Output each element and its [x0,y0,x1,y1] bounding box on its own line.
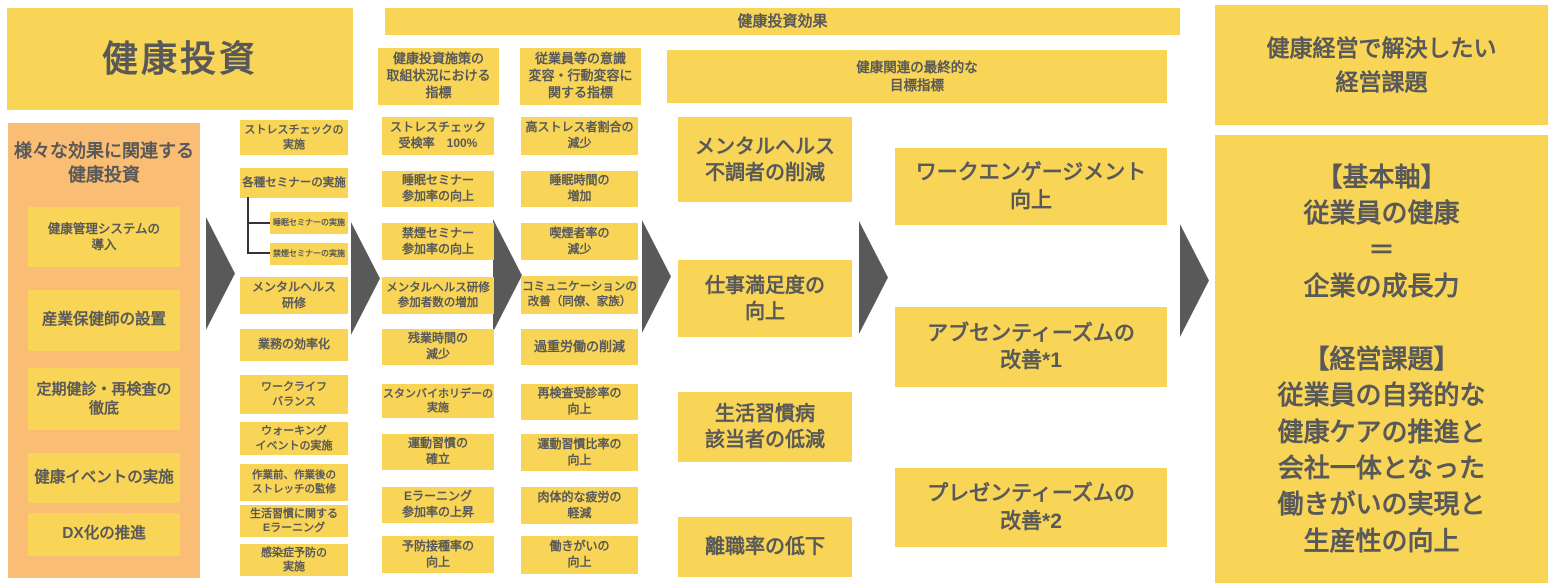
title-banner: 健康投資 [7,8,353,110]
investment-item: 産業保健師の設置 [28,290,180,351]
measure-item: 感染症予防の 実施 [240,544,348,576]
measure-item: 業務の効率化 [240,329,348,361]
measure-item: ストレスチェックの 実施 [240,120,348,155]
awareness-indicator: 肉体的な疲労の 軽減 [521,487,638,524]
seminar-sub-item: 睡眠セミナーの実施 [270,212,348,234]
awareness-indicator: 高ストレス者割合の 減少 [521,117,638,155]
outcome-item: プレゼンティーズムの 改善*2 [895,468,1167,547]
initiative-indicator: ストレスチェック 受検率 100% [382,117,494,155]
investment-item: 健康イベントの実施 [28,453,180,503]
effects-banner: 健康投資効果 [385,8,1180,35]
awareness-indicator: コミュニケーションの 改善（同僚、家族） [521,276,638,314]
initiative-indicator: スタンバイホリデーの 実施 [382,384,494,418]
measure-item: メンタルヘルス 研修 [240,277,348,314]
final-target: 離職率の低下 [678,517,852,577]
column-header-final-targets: 健康関連の最終的な 目標指標 [667,50,1167,103]
measure-item: 各種セミナーの実施 [240,168,348,198]
final-target: 仕事満足度の 向上 [678,260,852,337]
initiative-indicator: 運動習慣の 確立 [382,434,494,470]
seminar-sub-item: 禁煙セミナーの実施 [270,243,348,265]
initiative-indicator: 睡眠セミナー 参加率の向上 [382,171,494,207]
management-issues-header: 健康経営で解決したい 経営課題 [1215,5,1548,125]
awareness-indicator: 働きがいの 向上 [521,536,638,574]
investment-item: 健康管理システムの 導入 [28,207,180,267]
awareness-indicator: 運動習慣比率の 向上 [521,434,638,471]
connector-line [247,222,270,224]
management-issues-body: 【基本軸】 従業員の健康 ＝ 企業の成長力 【経営課題】 従業員の自発的な 健康… [1215,135,1548,583]
measure-item: ウォーキング イベントの実施 [240,422,348,455]
initiative-indicator: 禁煙セミナー 参加率の向上 [382,223,494,260]
investment-panel-header: 様々な効果に関連する 健康投資 [14,140,194,185]
awareness-indicator: 過重労働の削減 [521,329,638,365]
investment-item: DX化の推進 [28,513,180,556]
initiative-indicator: 予防接種率の 向上 [382,536,494,573]
investment-panel: 様々な効果に関連する 健康投資 健康管理システムの 導入 産業保健師の設置 定期… [8,123,200,578]
measure-item: ワークライフ バランス [240,375,348,414]
connector-line [247,252,270,254]
initiative-indicator: Eラーニング 参加率の上昇 [382,487,494,523]
connector-line [247,197,249,254]
flow-arrow [493,219,522,332]
flow-arrow [206,217,235,330]
final-target: 生活習慣病 該当者の低減 [678,392,852,462]
measure-item: 生活習慣に関する Eラーニング [240,505,348,537]
flow-arrow [1180,224,1209,337]
column-header-awareness-indicators: 従業員等の意識 変容・行動変容に 関する指標 [520,48,641,105]
flow-arrow [642,220,671,333]
final-target: メンタルヘルス 不調者の削減 [678,117,852,202]
initiative-indicator: メンタルヘルス研修 参加者数の増加 [382,277,494,314]
awareness-indicator: 睡眠時間の 増加 [521,171,638,207]
outcome-item: ワークエンゲージメント 向上 [895,148,1167,225]
flow-arrow [859,221,888,334]
outcome-item: アブセンティーズムの 改善*1 [895,307,1167,387]
awareness-indicator: 喫煙者率の 減少 [521,223,638,260]
awareness-indicator: 再検査受診率の 向上 [521,384,638,420]
flow-arrow [351,222,380,335]
column-header-initiative-indicators: 健康投資施策の 取組状況における 指標 [378,48,499,105]
measure-item: 作業前、作業後の ストレッチの監修 [240,464,348,501]
initiative-indicator: 残業時間の 減少 [382,329,494,365]
investment-item: 定期健診・再検査の 徹底 [28,368,180,430]
